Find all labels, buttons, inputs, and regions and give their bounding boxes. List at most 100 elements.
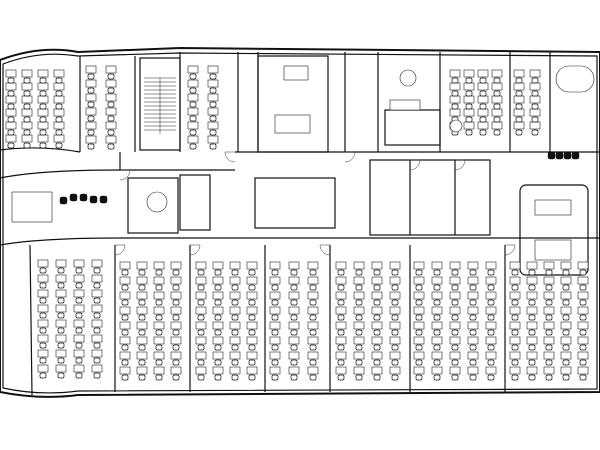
chair — [562, 359, 570, 366]
desk — [21, 82, 33, 91]
desk — [5, 82, 17, 91]
chair — [197, 359, 205, 366]
desk — [449, 82, 461, 91]
desk — [526, 306, 538, 315]
chair — [531, 129, 539, 136]
chair — [172, 359, 180, 366]
chair — [55, 116, 63, 123]
chair — [309, 374, 317, 381]
desk — [269, 261, 281, 270]
desk — [485, 291, 497, 300]
desk — [136, 276, 148, 285]
chair — [545, 359, 553, 366]
chair — [528, 344, 536, 351]
desk — [55, 289, 67, 298]
chair — [373, 374, 381, 381]
chair — [487, 299, 495, 306]
desk — [37, 69, 49, 78]
desk — [449, 291, 461, 300]
chair — [511, 284, 519, 291]
desk — [55, 349, 67, 358]
desk — [307, 276, 319, 285]
office-chairs — [7, 73, 587, 381]
chair — [391, 344, 399, 351]
desk — [246, 336, 258, 345]
desk — [5, 95, 17, 104]
desk — [105, 79, 117, 88]
chair — [138, 359, 146, 366]
chair — [7, 77, 15, 84]
chair — [515, 90, 523, 97]
desk — [509, 321, 521, 330]
chair — [451, 299, 459, 306]
chair — [75, 327, 83, 334]
desk — [467, 321, 479, 330]
desk — [195, 261, 207, 270]
desk — [389, 321, 401, 330]
chair — [309, 284, 317, 291]
desk — [509, 276, 521, 285]
desk — [119, 261, 131, 270]
desk — [413, 336, 425, 345]
chair — [55, 90, 63, 97]
chair — [451, 359, 459, 366]
desk — [529, 108, 541, 117]
desk — [187, 135, 199, 144]
chair — [469, 284, 477, 291]
desk — [212, 336, 224, 345]
desk — [467, 276, 479, 285]
desk — [543, 321, 555, 330]
desk — [335, 306, 347, 315]
desk — [37, 108, 49, 117]
desk — [207, 65, 219, 74]
chair — [271, 359, 279, 366]
desk — [526, 336, 538, 345]
chair — [309, 329, 317, 336]
desk — [136, 351, 148, 360]
desk — [229, 321, 241, 330]
desk — [85, 93, 97, 102]
chair — [57, 372, 65, 379]
chair — [479, 103, 487, 110]
door-swing — [504, 244, 516, 256]
chair — [415, 284, 423, 291]
chair — [487, 269, 495, 276]
desk — [91, 274, 103, 283]
chair — [337, 359, 345, 366]
desk — [431, 366, 443, 375]
chair — [487, 314, 495, 321]
chair — [415, 374, 423, 381]
desk — [55, 319, 67, 328]
chair — [87, 101, 95, 108]
chair — [531, 116, 539, 123]
chair — [209, 143, 217, 150]
desk — [21, 134, 33, 143]
chair — [107, 101, 115, 108]
chair — [290, 269, 298, 276]
desk — [431, 291, 443, 300]
desk — [195, 321, 207, 330]
desk — [467, 336, 479, 345]
chair — [93, 267, 101, 274]
chair — [465, 90, 473, 97]
desk — [353, 306, 365, 315]
chair — [309, 314, 317, 321]
desk — [187, 79, 199, 88]
chair — [155, 314, 163, 321]
chair — [487, 359, 495, 366]
chair — [189, 143, 197, 150]
chair — [451, 77, 459, 84]
chair — [231, 344, 239, 351]
chair — [433, 269, 441, 276]
chair — [189, 87, 197, 94]
desk — [105, 135, 117, 144]
desk — [477, 121, 489, 130]
chair — [87, 129, 95, 136]
desk — [153, 366, 165, 375]
chair — [107, 129, 115, 136]
desk — [353, 366, 365, 375]
desk — [37, 319, 49, 328]
chair — [121, 299, 129, 306]
chair — [531, 103, 539, 110]
meeting-tables — [11, 65, 572, 261]
